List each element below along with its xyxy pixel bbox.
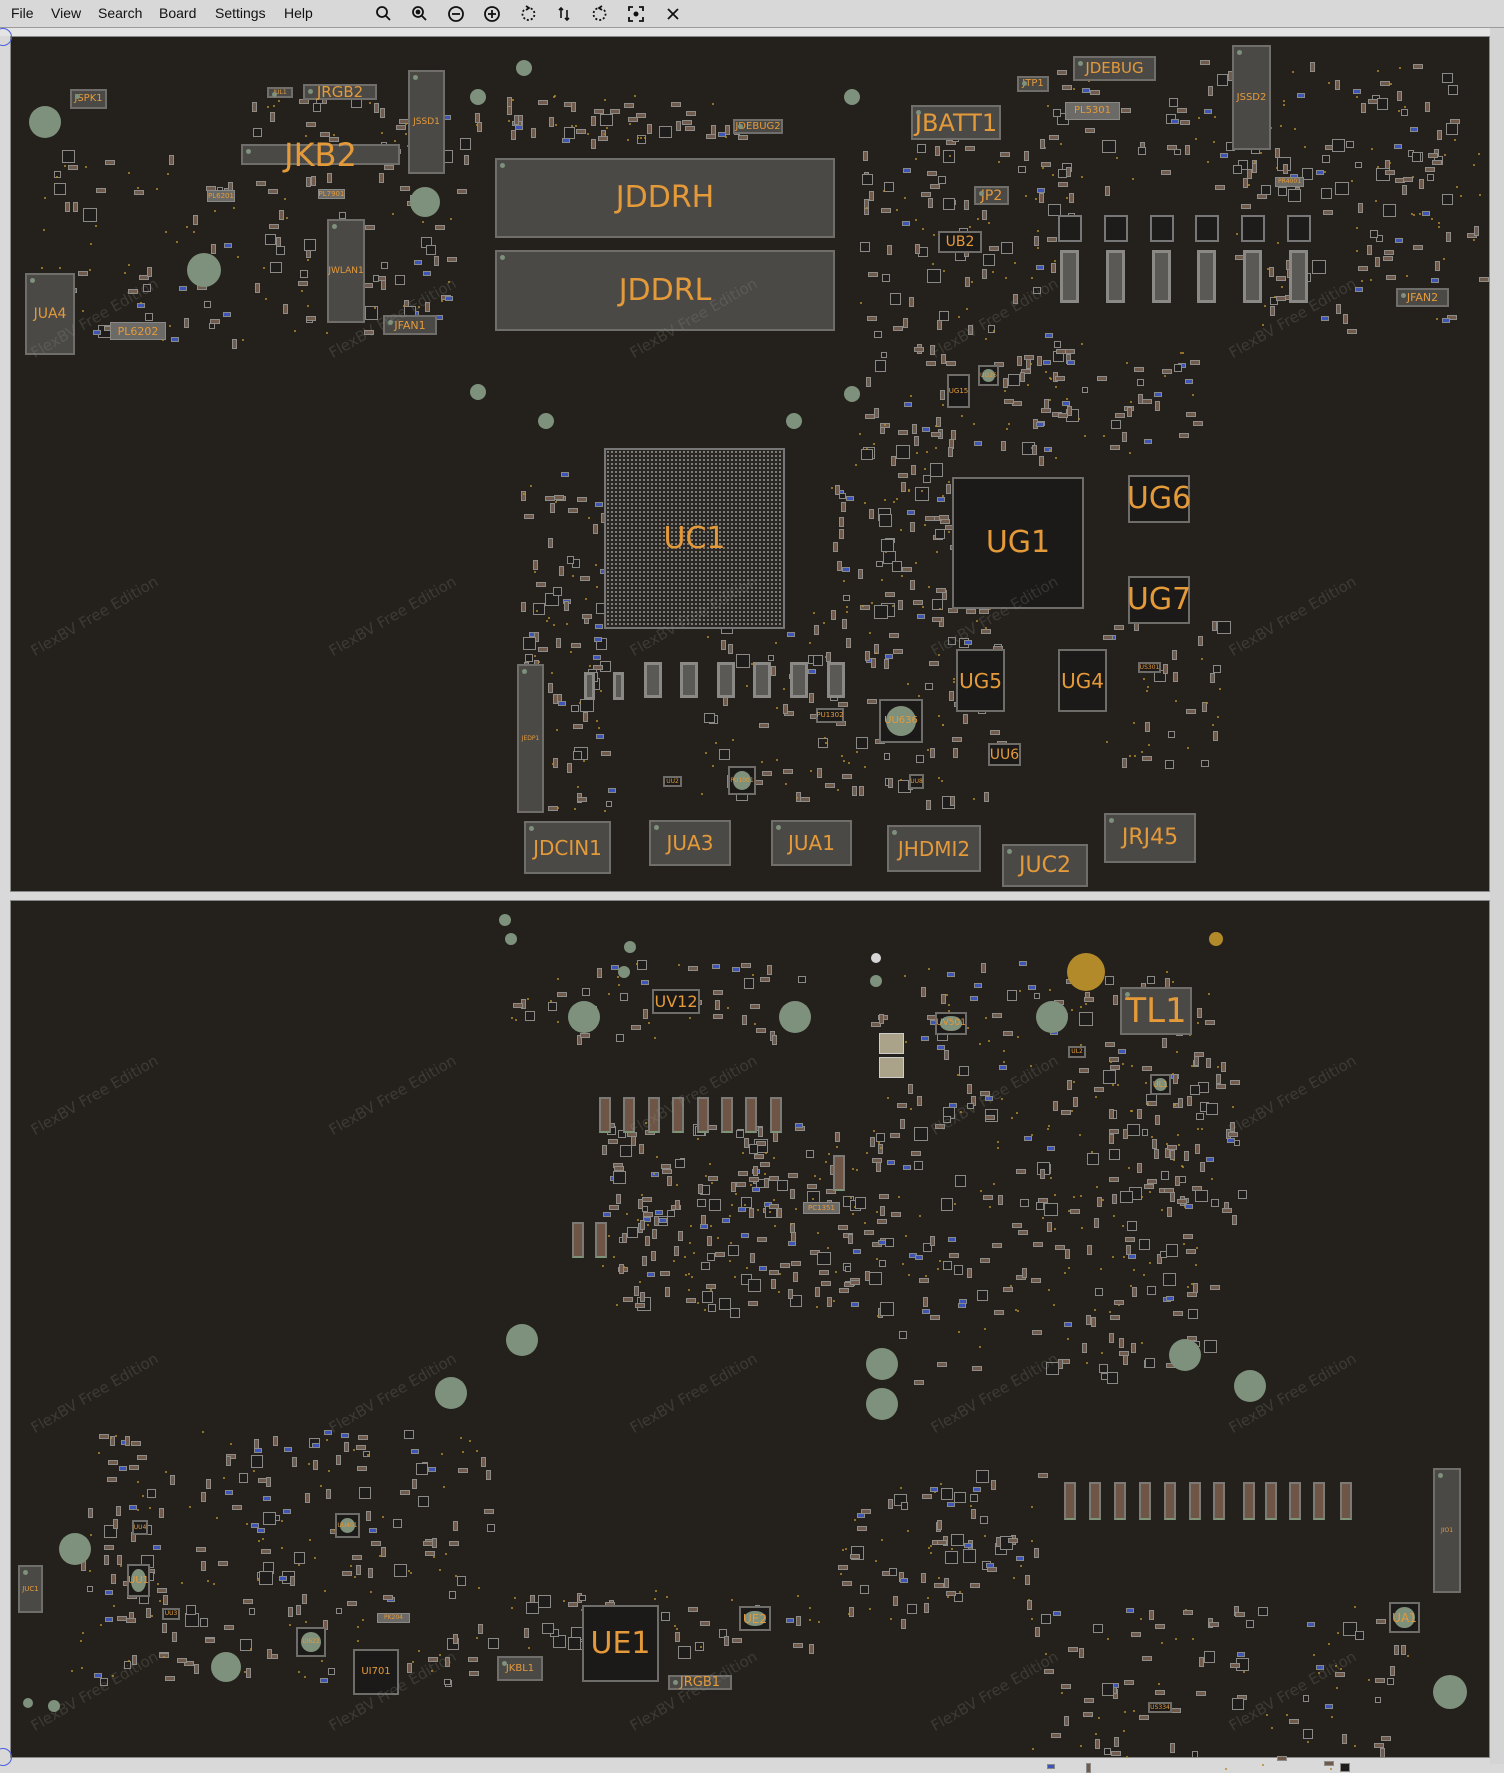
origin-crosshair-icon xyxy=(0,1748,12,1766)
smd-capacitor xyxy=(1047,1764,1056,1770)
menu-file[interactable]: File xyxy=(11,5,34,21)
test-point xyxy=(1225,1767,1228,1770)
smd-ic xyxy=(1340,1762,1350,1773)
menu-board[interactable]: Board xyxy=(159,5,197,21)
zoom-out-icon[interactable] xyxy=(410,4,430,24)
close-icon[interactable] xyxy=(663,4,683,24)
menu-help[interactable]: Help xyxy=(284,5,313,21)
menu-bar: File View Search Board Settings Help xyxy=(0,0,1504,28)
rotate-cw-icon[interactable] xyxy=(590,4,610,24)
smd-resistor xyxy=(1085,1763,1091,1773)
rotate-ccw-icon[interactable] xyxy=(518,4,538,24)
flip-icon[interactable] xyxy=(554,4,574,24)
menu-view[interactable]: View xyxy=(51,5,82,21)
minus-circle-icon[interactable] xyxy=(446,4,466,24)
plus-circle-icon[interactable] xyxy=(482,4,502,24)
board-view-bottom-side[interactable] xyxy=(10,900,1490,1758)
test-point xyxy=(1329,1767,1332,1770)
smd-resistor xyxy=(1324,1760,1335,1766)
board-view-top-side[interactable] xyxy=(10,36,1490,892)
fit-view-icon[interactable] xyxy=(626,4,646,24)
vertical-scrollbar[interactable] xyxy=(1490,28,1504,1764)
menu-search[interactable]: Search xyxy=(98,5,143,21)
toolbar-strip xyxy=(0,28,1504,36)
menu-settings[interactable]: Settings xyxy=(215,5,266,21)
zoom-in-icon[interactable] xyxy=(374,4,394,24)
